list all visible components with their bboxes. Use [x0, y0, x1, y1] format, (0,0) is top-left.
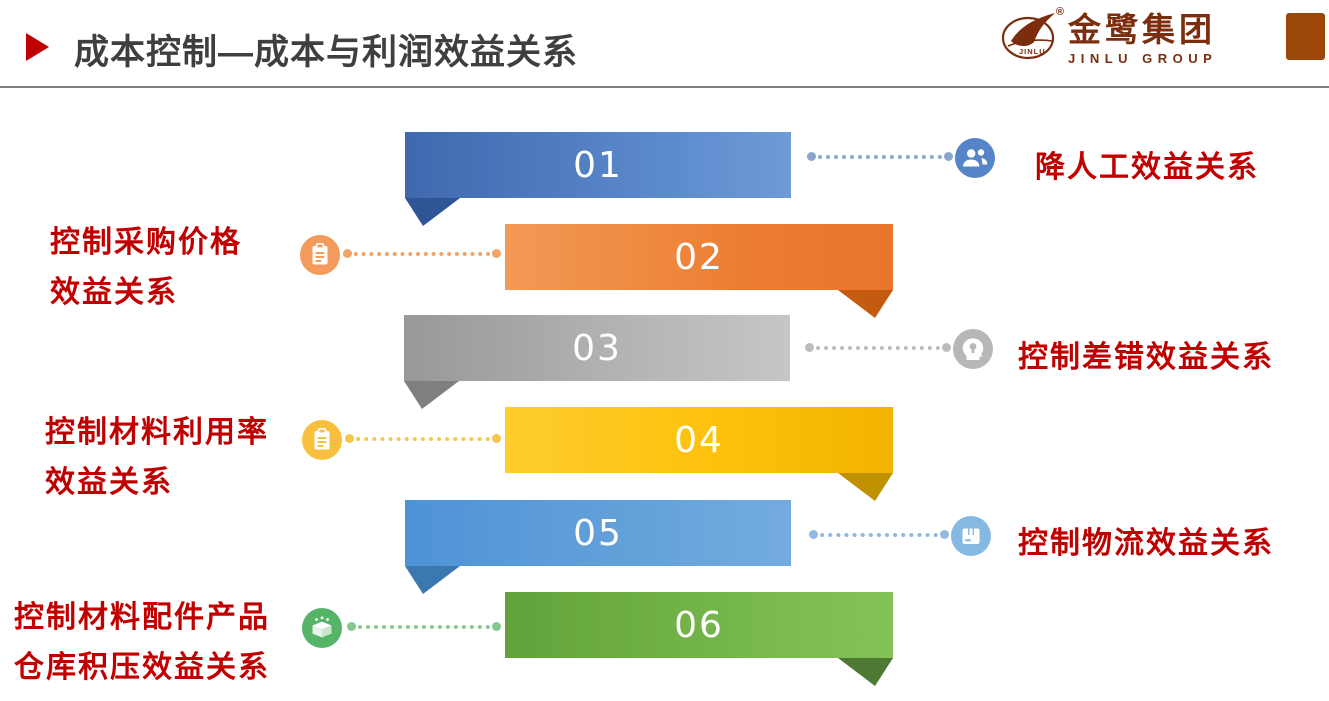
connector-dot	[492, 249, 501, 258]
page-title: 成本控制—成本与利润效益关系	[74, 33, 579, 72]
ribbon-step-05: 05	[405, 500, 791, 566]
ribbon-step-02: 02	[505, 224, 893, 290]
ribbon-step-06: 06	[505, 592, 893, 658]
connector-dot	[940, 530, 949, 539]
ribbon-step-03: 03	[404, 315, 790, 381]
ribbon-number: 05	[573, 512, 623, 554]
step-label: 控制材料配件产品 仓库积压效益关系	[14, 593, 270, 693]
checklist-icon	[302, 420, 342, 460]
ribbon-number: 06	[674, 604, 724, 646]
step-label-line: 效益关系	[45, 466, 173, 499]
logo-text: 金鹭集团 JINLU GROUP	[1068, 8, 1217, 66]
clipboard-icon	[300, 235, 340, 275]
connector-dot	[807, 152, 816, 161]
step-label: 控制物流效益关系	[1018, 519, 1274, 569]
company-logo: JINLU ® 金鹭集团 JINLU GROUP	[1000, 6, 1217, 66]
step-label-line: 控制材料利用率	[45, 416, 269, 449]
step-label: 控制采购价格 效益关系	[50, 218, 242, 318]
svg-text:JINLU: JINLU	[1019, 47, 1046, 56]
step-label-line: 控制差错效益关系	[1018, 341, 1274, 374]
logo-brand-text: 金鹭集团	[1068, 11, 1216, 48]
ribbon-number: 04	[674, 419, 724, 461]
ribbon-number: 03	[572, 327, 622, 369]
users-icon	[955, 138, 995, 178]
package-icon	[951, 516, 991, 556]
logo-brand-subtext: JINLU GROUP	[1068, 51, 1218, 67]
step-label: 降人工效益关系	[1035, 143, 1259, 193]
ribbon-fold	[405, 566, 460, 594]
connector-dot	[809, 530, 818, 539]
open-box-icon	[302, 608, 342, 648]
ribbon-fold	[838, 473, 893, 501]
step-label-line: 降人工效益关系	[1035, 151, 1259, 184]
corner-accent-square	[1286, 13, 1325, 60]
step-label-line: 控制采购价格	[50, 226, 242, 259]
connector-dot	[492, 622, 501, 631]
connector-dot	[944, 152, 953, 161]
ribbon-number: 01	[573, 144, 623, 186]
connector-dot	[492, 434, 501, 443]
step-label: 控制差错效益关系	[1018, 333, 1274, 383]
connector-dot	[343, 249, 352, 258]
connector-dot	[345, 434, 354, 443]
ribbon-fold	[405, 198, 460, 226]
ribbon-fold	[404, 381, 459, 409]
logo-emblem: JINLU ®	[1000, 6, 1064, 64]
step-label-line: 控制材料配件产品	[14, 601, 270, 634]
idea-head-icon	[953, 329, 993, 369]
ribbon-step-01: 01	[405, 132, 791, 198]
connector-dot	[805, 343, 814, 352]
ribbon-fold	[838, 658, 893, 686]
step-label-line: 仓库积压效益关系	[14, 651, 270, 684]
registered-mark: ®	[1055, 6, 1064, 18]
connector-dotted-line	[345, 434, 501, 443]
ribbon-fold	[838, 290, 893, 318]
connector-dot	[347, 622, 356, 631]
ribbon-step-04: 04	[505, 407, 893, 473]
logo-bird-icon: JINLU	[1001, 13, 1055, 60]
step-label-line: 控制物流效益关系	[1018, 527, 1274, 560]
header-divider	[0, 86, 1329, 88]
connector-dotted-line	[807, 152, 953, 161]
connector-dot	[942, 343, 951, 352]
connector-dotted-line	[347, 622, 501, 631]
connector-dotted-line	[343, 249, 501, 258]
ribbon-number: 02	[674, 236, 724, 278]
connector-dotted-line	[805, 343, 951, 352]
connector-dotted-line	[809, 530, 949, 539]
step-label-line: 效益关系	[50, 276, 178, 309]
step-label: 控制材料利用率 效益关系	[45, 408, 269, 508]
title-bullet-icon	[26, 33, 49, 61]
